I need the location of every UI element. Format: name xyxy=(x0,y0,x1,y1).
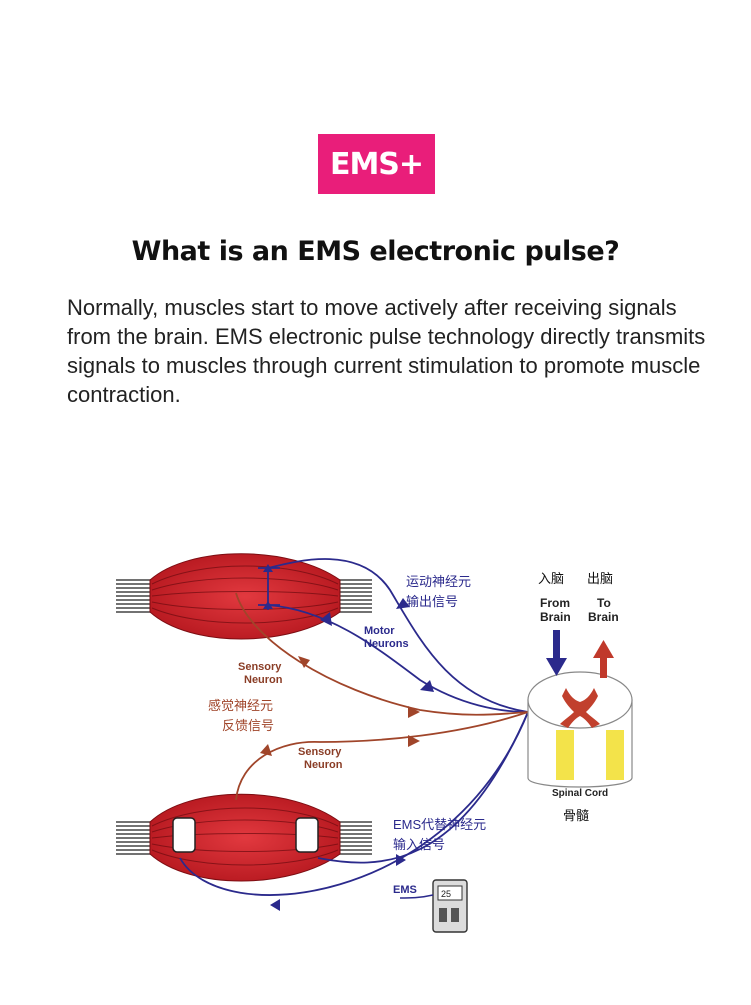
spinal-cord-cn-label: 骨髓 xyxy=(563,808,589,823)
ems-device-display: 25 xyxy=(441,889,451,899)
motor-nerves xyxy=(179,558,529,896)
spinal-cord xyxy=(527,671,633,788)
motor-signal-cn-line2: 输出信号 xyxy=(406,594,458,609)
from-brain-line1: From xyxy=(540,596,570,610)
ems-device xyxy=(432,879,468,933)
sensory-nerves xyxy=(235,592,529,801)
to-brain-in-cn: 入脑 xyxy=(538,571,564,586)
intro-paragraph: Normally, muscles start to move actively… xyxy=(67,295,706,407)
lower-muscle xyxy=(116,793,372,882)
sensory-nerve-arrows xyxy=(260,656,420,756)
sensory-neuron-b-line2: Neuron xyxy=(304,759,343,771)
spinal-cord-label: Spinal Cord xyxy=(552,788,608,799)
electrode-pad-right xyxy=(295,817,319,853)
sensory-signal-cn-line2: 反馈信号 xyxy=(222,718,274,733)
to-brain-line2: Brain xyxy=(588,610,619,624)
sensory-signal-cn-line1: 感觉神经元 xyxy=(208,698,273,713)
sensory-neuron-b-line1: Sensory xyxy=(298,746,342,758)
motor-neurons-line2: Neurons xyxy=(364,638,409,650)
page-title: What is an EMS electronic pulse? xyxy=(131,236,620,267)
motor-nerve-arrows xyxy=(263,564,434,911)
from-brain-arrow xyxy=(546,630,567,676)
electrode-pad-left xyxy=(172,817,196,853)
from-brain-line2: Brain xyxy=(540,610,571,624)
upper-muscle xyxy=(116,553,372,640)
motor-signal-cn-line1: 运动神经元 xyxy=(406,574,471,589)
ems-label: EMS xyxy=(393,884,417,896)
sensory-neuron-line2: Neuron xyxy=(244,674,283,686)
ems-plus-badge: EMS+ xyxy=(318,134,435,194)
to-brain-line1: To xyxy=(597,596,611,610)
sensory-neuron-line1: Sensory xyxy=(238,661,282,673)
motor-neurons-line1: Motor xyxy=(364,625,395,637)
ems-signal-cn-line2: 输入信号 xyxy=(393,837,445,852)
to-brain-arrow xyxy=(593,640,614,678)
from-brain-cn: 出脑 xyxy=(587,571,613,586)
ems-signal-cn-line1: EMS代替神经元 xyxy=(393,817,486,832)
